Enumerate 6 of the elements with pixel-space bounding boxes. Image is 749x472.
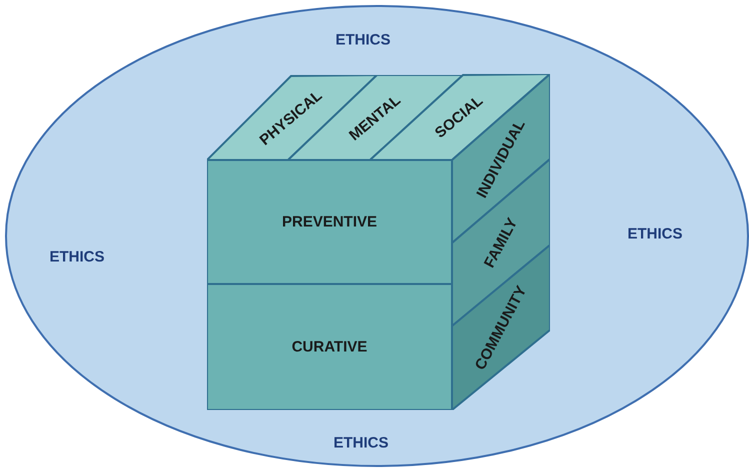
ellipse-label: ETHICS	[628, 226, 682, 242]
ellipse-label: ETHICS	[334, 434, 388, 452]
ellipse-label: ETHICS	[50, 248, 104, 266]
ellipse-label: ETHICS	[336, 32, 390, 48]
face-label: CURATIVE	[292, 338, 368, 356]
face-label: PREVENTIVE	[282, 214, 378, 230]
